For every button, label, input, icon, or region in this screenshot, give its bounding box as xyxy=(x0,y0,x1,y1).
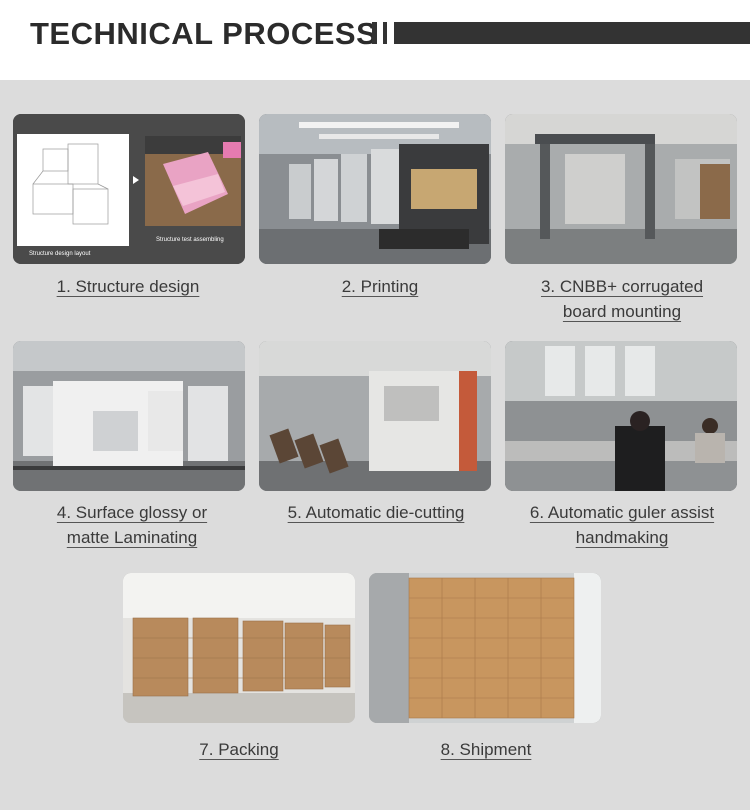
step-3-label-line1: 3. CNBB+ corrugated xyxy=(540,277,704,296)
step-3-caption: 3. CNBB+ corrugated board mounting xyxy=(492,274,750,324)
step-2-caption: 2. Printing xyxy=(250,274,510,299)
step-1-caption: 1. Structure design xyxy=(0,274,258,299)
header: TECHNICAL PROCESS xyxy=(0,0,750,80)
structure-design-photo: Structure design layout Structure test a… xyxy=(13,114,245,264)
step-4-label-line1: 4. Surface glossy or xyxy=(56,503,208,522)
step-5-label: 5. Automatic die-cutting xyxy=(287,503,465,522)
shipment-photo xyxy=(369,573,601,723)
step-4-caption: 4. Surface glossy or matte Laminating xyxy=(2,500,262,550)
die-cutting-photo xyxy=(259,341,491,491)
structure-design-illustration: Structure design layout Structure test a… xyxy=(13,114,245,264)
packing-photo xyxy=(123,573,355,723)
step-1-label: 1. Structure design xyxy=(56,277,200,296)
mounting-photo xyxy=(505,114,737,264)
header-accent-tick xyxy=(372,22,377,44)
header-accent-tick xyxy=(383,22,387,44)
step-7-label: 7. Packing xyxy=(199,740,279,759)
laminating-photo xyxy=(13,341,245,491)
step-7-caption: 7. Packing xyxy=(109,737,369,762)
step-8-caption: 8. Shipment xyxy=(356,737,616,762)
structure-assembly-caption: Structure test assembling xyxy=(156,237,224,243)
handmaking-photo xyxy=(505,341,737,491)
step-4-label-line2: matte Laminating xyxy=(66,528,198,547)
step-6-label-line2: handmaking xyxy=(575,528,669,547)
step-8-label: 8. Shipment xyxy=(440,740,532,759)
step-6-label-line1: 6. Automatic guler assist xyxy=(529,503,715,522)
printing-photo xyxy=(259,114,491,264)
step-2-label: 2. Printing xyxy=(341,277,419,296)
page-title: TECHNICAL PROCESS xyxy=(30,16,378,51)
header-accent-bar xyxy=(394,22,750,44)
step-5-caption: 5. Automatic die-cutting xyxy=(246,500,506,525)
step-3-label-line2: board mounting xyxy=(562,302,682,321)
step-6-caption: 6. Automatic guler assist handmaking xyxy=(492,500,750,550)
structure-layout-caption: Structure design layout xyxy=(29,251,91,257)
